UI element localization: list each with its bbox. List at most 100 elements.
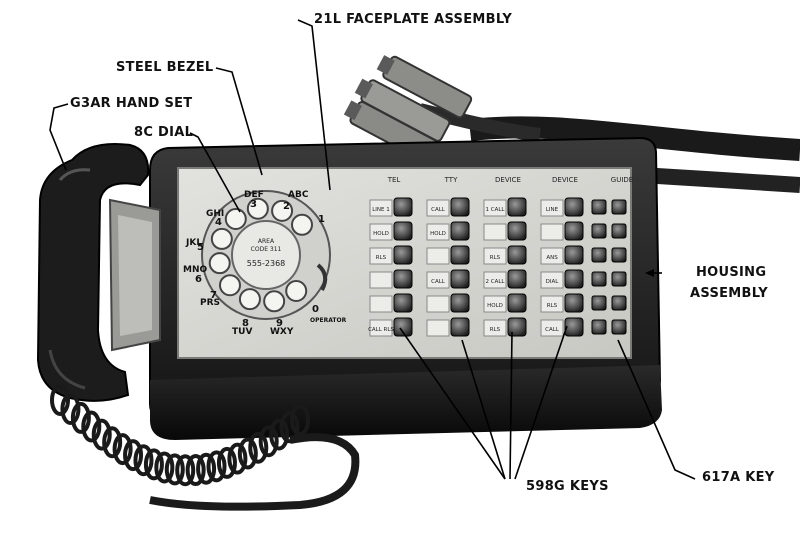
- key-598g[interactable]: [507, 197, 527, 217]
- key-617a[interactable]: [611, 247, 627, 263]
- key-column-label: GUIDE: [611, 176, 633, 184]
- key-598g[interactable]: [564, 197, 584, 217]
- key-598g[interactable]: [564, 245, 584, 265]
- key-designation-label: RLS: [376, 255, 387, 261]
- key-designation-card: [540, 295, 564, 313]
- dial-letters-def: DEF: [244, 190, 264, 200]
- handset: [36, 143, 150, 402]
- key-designation-card: [540, 319, 564, 337]
- key-617a[interactable]: [611, 223, 627, 239]
- label-dial: 8C DIAL: [134, 125, 194, 140]
- key-598g[interactable]: [507, 245, 527, 265]
- key-designation-card: [426, 199, 450, 217]
- key-617a[interactable]: [611, 319, 627, 335]
- key-598g[interactable]: [564, 293, 584, 313]
- key-598g[interactable]: [393, 269, 413, 289]
- dial-fingerhole: [224, 207, 247, 230]
- cord-coil-loop: [123, 439, 144, 472]
- key-598g[interactable]: [393, 221, 413, 241]
- key-598g[interactable]: [393, 293, 413, 313]
- cord-coil-loop: [206, 450, 227, 483]
- key-598g[interactable]: [564, 269, 584, 289]
- dial-fingerhole: [263, 290, 286, 313]
- dial-letters-prs: PRS: [200, 298, 220, 308]
- key-617a[interactable]: [591, 295, 607, 311]
- key-column-label: TTY: [444, 176, 458, 184]
- cord-coil-loop: [216, 446, 237, 479]
- label-housing-line2: ASSEMBLY: [690, 286, 769, 301]
- dial-fingerhole: [271, 199, 294, 222]
- key-598g[interactable]: [564, 317, 584, 337]
- key-598g[interactable]: [507, 293, 527, 313]
- dial-letters-operator: OPERATOR: [310, 317, 347, 324]
- leader-key-3: [509, 331, 513, 480]
- key-617a[interactable]: [591, 247, 607, 263]
- key-598g[interactable]: [450, 293, 470, 313]
- key-617a[interactable]: [591, 199, 607, 215]
- key-598g[interactable]: [450, 245, 470, 265]
- dial-letters-abc: ABC: [288, 190, 309, 200]
- key-598g[interactable]: [507, 317, 527, 337]
- key-617a[interactable]: [591, 271, 607, 287]
- cord-coil-loop: [290, 404, 310, 436]
- key-designation-card: [483, 199, 507, 217]
- key-designation-card: [483, 247, 507, 265]
- dial-fingerhole: [285, 280, 308, 303]
- dial-finger-stop: [316, 263, 328, 291]
- key-617a[interactable]: [591, 223, 607, 239]
- key-598g[interactable]: [507, 221, 527, 241]
- key-617a[interactable]: [611, 271, 627, 287]
- key-designation-label: HOLD: [487, 303, 503, 309]
- cord-coil-loop: [279, 411, 300, 444]
- dial-letters-ghi: GHI: [206, 209, 224, 219]
- leader-bezel: [215, 67, 263, 176]
- cord-coil-loop: [196, 452, 217, 485]
- callout-leaders: [49, 19, 696, 480]
- key-598g[interactable]: [393, 245, 413, 265]
- key-designation-card: [483, 295, 507, 313]
- key-column-label: TEL: [387, 176, 401, 184]
- dial-phone-number: 555-2368: [247, 259, 286, 268]
- key-designation-card: [426, 223, 450, 241]
- key-designation-card: [369, 319, 393, 337]
- cord-coil-loop: [164, 453, 185, 486]
- dial-area-code: CODE 311: [251, 246, 282, 253]
- key-598g[interactable]: [393, 197, 413, 217]
- key-designation-label: 2 CALL: [486, 279, 506, 285]
- label-faceplate: 21L FACEPLATE ASSEMBLY: [314, 12, 513, 27]
- key-617a[interactable]: [611, 199, 627, 215]
- dial-digit-9: 9: [276, 318, 283, 329]
- leader-key-2: [461, 339, 506, 480]
- key-598g[interactable]: [450, 197, 470, 217]
- key-designation-label: LINE 1: [372, 207, 390, 213]
- dial-letters-mno: MNO: [183, 265, 207, 275]
- key-column-label: DEVICE: [552, 176, 578, 184]
- key-598g[interactable]: [507, 269, 527, 289]
- dial-fingerhole: [246, 197, 269, 220]
- rotary-dial: AREA CODE 311 555-2368: [201, 190, 331, 320]
- leader-key-1: [399, 327, 506, 480]
- label-bezel: STEEL BEZEL: [116, 60, 214, 75]
- key-designation-card: [483, 271, 507, 289]
- cord-coil-loop: [133, 444, 154, 477]
- label-housing-line1: HOUSING: [696, 265, 767, 280]
- handset-coil-cord: [50, 384, 310, 487]
- cord-coil-loop: [237, 437, 258, 470]
- key-designation-card: [540, 271, 564, 289]
- key-designation-label: 1 CALL: [486, 207, 506, 213]
- key-617a[interactable]: [611, 295, 627, 311]
- handset-bracket: [108, 198, 161, 352]
- key-617a[interactable]: [591, 319, 607, 335]
- key-designation-label: CALL RLS: [368, 327, 394, 333]
- key-598g[interactable]: [450, 269, 470, 289]
- dial-letters-wxy: WXY: [270, 327, 294, 337]
- cord-coil-loop: [269, 418, 290, 451]
- cord-coil-loop: [91, 418, 112, 451]
- key-598g[interactable]: [450, 317, 470, 337]
- key-598g[interactable]: [564, 221, 584, 241]
- label-handset: G3AR HAND SET: [70, 96, 193, 111]
- key-598g[interactable]: [393, 317, 413, 337]
- cord-coil-loop: [227, 442, 248, 475]
- key-598g[interactable]: [450, 221, 470, 241]
